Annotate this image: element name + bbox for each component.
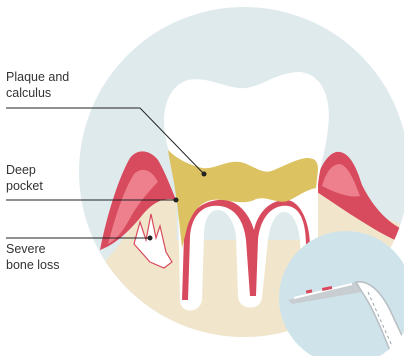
leader-dot-pocket <box>174 198 179 203</box>
label-plaque-and-calculus: Plaque and calculus <box>6 69 69 101</box>
label-severe-bone-loss: Severe bone loss <box>6 241 60 273</box>
label-deep-pocket: Deep pocket <box>6 162 43 194</box>
leader-dot-plaque <box>202 172 207 177</box>
leader-dot-bone <box>148 236 153 241</box>
